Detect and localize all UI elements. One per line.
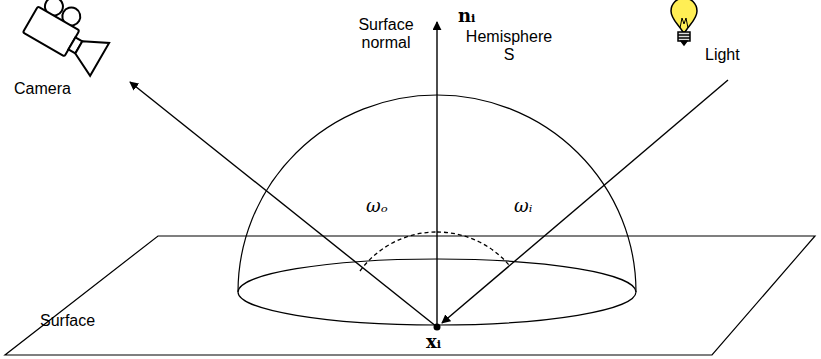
light-ray [442, 80, 728, 323]
angle-arc [437, 232, 509, 265]
light-label: Light [705, 46, 740, 64]
point-symbol: xᵢ [426, 332, 441, 353]
surface-point [434, 324, 441, 331]
angle-symbol: ωᵢ [514, 196, 532, 217]
camera-label: Camera [14, 80, 71, 98]
surface-label: Surface [40, 312, 95, 330]
normal-arrow [436, 22, 437, 327]
hemisphere-label: Hemisphere S [460, 28, 558, 65]
angle-arc [360, 232, 437, 271]
light-bulb-icon [671, 0, 697, 45]
view-ray [130, 82, 437, 327]
normal-symbol: nᵢ [458, 6, 475, 27]
normal-label: Surface normal [350, 16, 422, 53]
angle-symbol: ωₒ [366, 196, 388, 217]
surface-plane [5, 236, 815, 355]
camera-icon [21, 0, 116, 76]
